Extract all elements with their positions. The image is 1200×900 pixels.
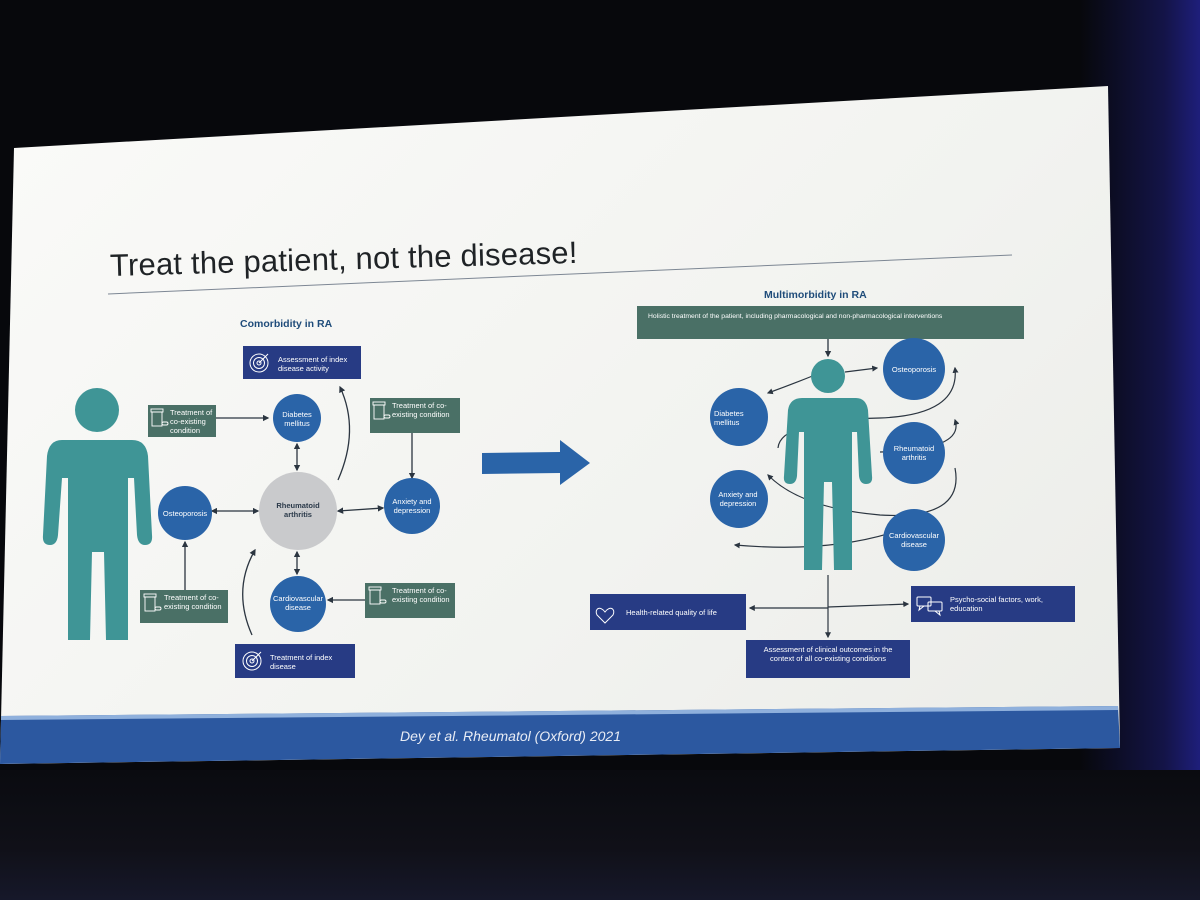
holistic-treatment-box	[637, 306, 1024, 339]
diabetes-circle-right	[710, 388, 768, 446]
citation-footer: Dey et al. Rheumatol (Oxford) 2021	[400, 728, 621, 744]
cardio-label-left: Cardiovascular disease	[272, 594, 324, 612]
rheumatoid-arthritis-center	[259, 472, 337, 550]
quality-of-life-box	[590, 594, 746, 630]
transition-arrow	[482, 440, 590, 485]
right-person-figure	[783, 359, 873, 570]
cardio-label-right: Cardiovascular disease	[888, 531, 940, 549]
target-icon-bottom	[242, 651, 262, 671]
comorbidity-heading: Comorbidity in RA	[240, 318, 333, 330]
psycho-social-box	[911, 586, 1075, 622]
osteoporosis-circle-left	[158, 486, 212, 540]
orbit-arrow-3	[767, 467, 957, 517]
psycho-social-label: Psycho-social factors, work, education	[950, 595, 1043, 613]
anxiety-circle-right	[710, 470, 768, 528]
target-icon-top	[249, 353, 269, 373]
osteoporosis-circle-right	[883, 338, 945, 400]
arrow-right-psycho	[827, 601, 910, 608]
chat-bubbles-icon	[916, 596, 943, 617]
orbit-arrow-5	[766, 374, 816, 395]
arrow-center-anxiety	[336, 505, 385, 514]
assessment-index-box	[243, 346, 361, 379]
anxiety-label-left: Anxiety and depression	[392, 497, 432, 515]
clinical-outcomes-box	[746, 640, 910, 678]
osteoporosis-label-left: Osteoporosis	[162, 509, 208, 518]
heart-icon	[595, 607, 615, 624]
anxiety-circle-left	[384, 478, 440, 534]
diabetes-circle-left	[273, 394, 321, 442]
pill-bottle-icon	[143, 401, 391, 612]
quality-of-life-label: Health-related quality of life	[626, 608, 717, 617]
treatment-index-box	[235, 644, 355, 678]
coexisting-box-topleft	[148, 405, 216, 437]
osteoporosis-label-right: Osteoporosis	[891, 365, 937, 374]
rheumatoid-arthritis-circle-right	[883, 422, 945, 484]
rheumatoid-arthritis-label-right: Rheumatoid arthritis	[893, 444, 935, 462]
coexisting-label-topright: Treatment of co-existing condition	[392, 401, 450, 419]
coexisting-label-bottomleft: Treatment of co-existing condition	[164, 593, 222, 611]
treatment-index-label: Treatment of index disease	[270, 653, 333, 671]
diabetes-label-right: Diabetes mellitus	[714, 409, 744, 427]
footer-stripe	[0, 706, 1118, 720]
multimorbidity-heading: Multimorbidity in RA	[764, 289, 867, 301]
coexisting-label-topleft: Treatment of co-existing condition	[170, 408, 213, 435]
assessment-index-label: Assessment of index disease activity	[278, 355, 348, 373]
left-person-figure	[42, 388, 153, 640]
clinical-outcomes-label: Assessment of clinical outcomes in the c…	[763, 645, 893, 663]
title-underline	[107, 254, 1013, 295]
arrow-head-osteo	[844, 365, 879, 373]
stage-floor	[0, 770, 1200, 900]
holistic-treatment-label: Holistic treatment of the patient, inclu…	[648, 313, 943, 320]
cardio-circle-left	[270, 576, 326, 632]
arrow-center-to-assessment	[337, 385, 351, 481]
footer-band	[0, 706, 1120, 764]
anxiety-label-right: Anxiety and depression	[718, 490, 758, 508]
cardio-circle-right	[883, 509, 945, 571]
arrow-treatment-to-center	[242, 548, 256, 636]
rheumatoid-arthritis-label-center: Rheumatoid arthritis	[276, 501, 320, 519]
diabetes-label-left: Diabetes mellitus	[282, 410, 312, 428]
coexisting-label-bottomright: Treatment of co-existing condition	[392, 586, 450, 604]
